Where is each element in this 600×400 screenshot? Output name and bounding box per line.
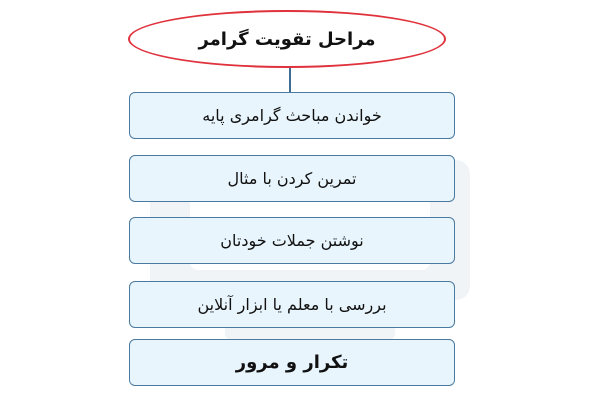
step-5: تکرار و مرور xyxy=(129,339,455,386)
step-1: خواندن مباحث گرامری پایه xyxy=(129,92,455,139)
connector-line xyxy=(289,68,291,92)
step-4: بررسی با معلم یا ابزار آنلاین xyxy=(129,281,455,328)
step-2: تمرین کردن با مثال xyxy=(129,155,455,202)
diagram-title: مراحل تقویت گرامر xyxy=(128,10,446,68)
step-3: نوشتن جملات خودتان xyxy=(129,217,455,264)
